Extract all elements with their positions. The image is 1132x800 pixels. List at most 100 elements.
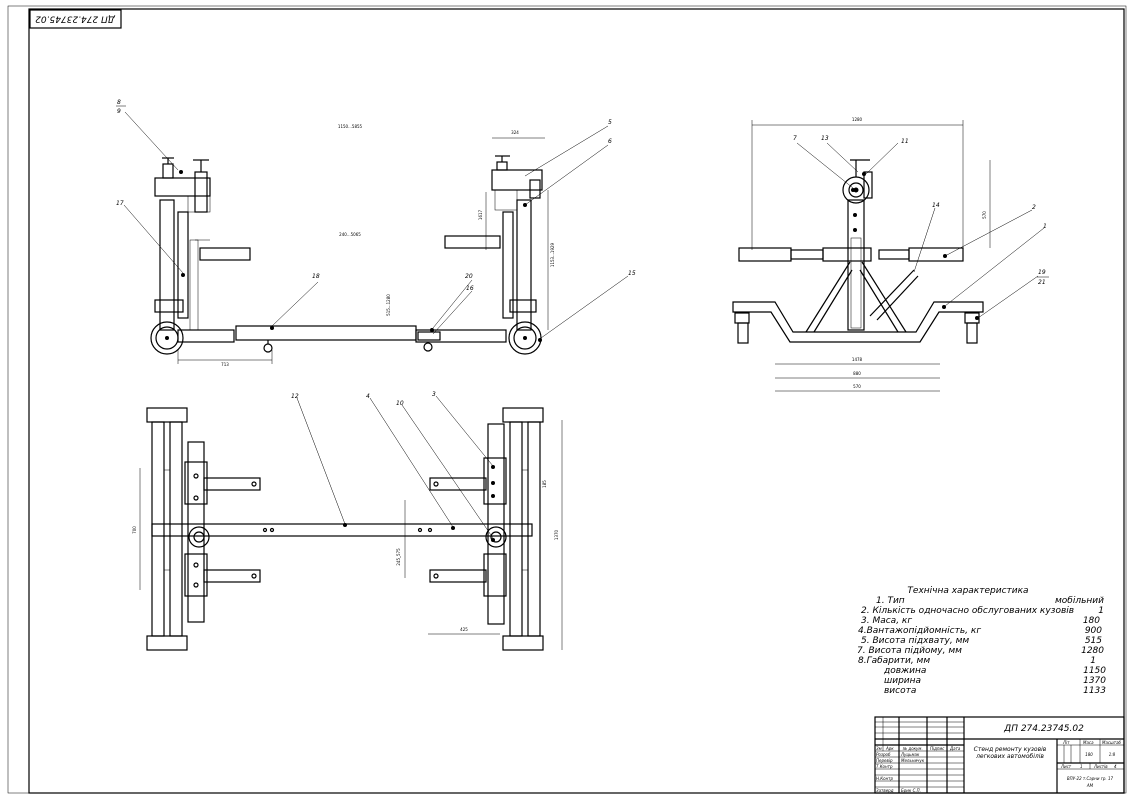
spec-row-3-value: 180 xyxy=(1083,616,1100,626)
callout-1: 1 xyxy=(1043,223,1047,230)
callout-8: 8 xyxy=(117,99,121,106)
callout-15: 15 xyxy=(628,270,636,277)
dim-1478: 1478 xyxy=(852,357,863,362)
dim-570: 570 xyxy=(853,384,861,389)
side-view: 1280 570 1478 880 570 xyxy=(732,117,991,392)
dim-570-top: 570 xyxy=(982,211,987,219)
spec-row-2-value: 1 xyxy=(1098,606,1104,616)
tb-h-zm: Зм xyxy=(876,746,882,751)
dim-240-5065: 240...5065 xyxy=(339,232,361,237)
side-view-dimensions: 1280 570 1478 880 570 xyxy=(751,117,991,392)
spec-title: Технічна характеристика xyxy=(907,586,1028,596)
tb-org-line2: АМ xyxy=(1086,783,1094,788)
technical-spec: Технічна характеристика 1. Тип мобільний… xyxy=(857,586,1106,696)
top-view-dimensions: 700 1370 185 245_575 425 xyxy=(132,420,563,650)
callout-20: 20 xyxy=(465,273,473,280)
tb-sheet-value: 1 xyxy=(1080,764,1083,769)
front-view-dimensions: 713 324 1617 1153...1929 1150...5855 240… xyxy=(177,124,555,367)
tb-name-rozrob: Луцьмак xyxy=(900,752,920,757)
callout-4: 4 xyxy=(366,393,370,400)
spec-row-5-label: 5. Висота підхвату, мм xyxy=(861,636,969,646)
callout-12: 12 xyxy=(291,393,299,400)
dim-1370: 1370 xyxy=(554,529,559,540)
tb-role-zatverd: Затверд xyxy=(876,788,894,793)
dim-185: 185 xyxy=(542,480,547,488)
callout-9: 9 xyxy=(117,108,121,115)
top-view: 700 1370 185 245_575 425 xyxy=(132,407,563,651)
title-name-line1: Стенд ремонту кузовів xyxy=(974,746,1047,753)
title-designation: ДП 274.23745.02 xyxy=(1003,724,1084,734)
spec-row-9-label: ширина xyxy=(884,676,921,686)
front-view-left-column xyxy=(150,157,251,355)
tb-h-pidpys: Підпис xyxy=(930,746,945,751)
tb-h-doc: № докум. xyxy=(902,746,923,751)
spec-row-4-value: 900 xyxy=(1085,626,1102,636)
callout-5: 5 xyxy=(608,119,612,126)
tb-h-lit: Літ xyxy=(1062,740,1070,745)
spec-row-2-label: 2. Кількість одночасно обслугованих кузо… xyxy=(861,606,1074,616)
dim-880: 880 xyxy=(853,371,861,376)
tb-role-nkontr: Н.Контр xyxy=(876,776,894,781)
spec-row-1-value: мобільний xyxy=(1055,596,1104,606)
side-view-mast xyxy=(847,199,865,331)
callout-16: 16 xyxy=(466,285,474,292)
dim-1150-5855: 1150...5855 xyxy=(338,124,363,129)
spec-row-5-value: 515 xyxy=(1085,636,1102,646)
tb-role-perevir: Перевір xyxy=(876,758,893,763)
top-view-centre-beam xyxy=(151,523,533,537)
spec-row-8-value: 1150 xyxy=(1083,666,1106,676)
spec-row-7-label: 8.Габарити, мм xyxy=(858,656,930,666)
tb-name-perevir: Мельничук xyxy=(901,758,925,763)
callout-11: 11 xyxy=(901,138,909,145)
dim-515-1280: 515...1280 xyxy=(386,294,391,316)
tb-sheets-value: 4 xyxy=(1114,764,1117,769)
callout-14: 14 xyxy=(932,202,940,209)
front-view-right-column xyxy=(179,155,543,355)
title-name-line2: легкових автомобілів xyxy=(975,753,1044,760)
front-view: 713 324 1617 1153...1929 1150...5855 240… xyxy=(150,124,555,367)
callout-17: 17 xyxy=(116,200,124,207)
front-view-base-beam xyxy=(177,325,507,353)
tb-role-tkontr: Т.Контр xyxy=(876,764,893,769)
front-view-left-wheel xyxy=(150,321,184,355)
dim-245-575: 245_575 xyxy=(396,548,401,566)
spec-row-7-value: 1 xyxy=(1090,656,1096,666)
dim-324: 324 xyxy=(511,130,519,135)
tb-org-line1: ВПУ-22 т.Сарни гр. 17 xyxy=(1067,776,1114,781)
spec-row-6-label: 7. Висота підйому, мм xyxy=(857,646,962,656)
spec-row-9-value: 1370 xyxy=(1083,676,1106,686)
callout-10: 10 xyxy=(396,400,404,407)
dim-1153-1929: 1153...1929 xyxy=(550,242,555,267)
spec-row-10-label: висота xyxy=(884,686,916,696)
tb-h-arkush: Арк xyxy=(885,746,894,751)
sheet-outer-frame xyxy=(7,5,1127,794)
corner-stamp-text: ДП 274.23745.02 xyxy=(35,14,116,24)
title-block: ДП 274.23745.02 Стенд ремонту кузовів ле… xyxy=(874,716,1125,794)
spec-row-6-value: 1280 xyxy=(1081,646,1104,656)
tb-sheet-label: Лист xyxy=(1060,764,1072,769)
dim-700: 700 xyxy=(132,526,137,534)
callout-13: 13 xyxy=(821,135,829,142)
tb-h-data: Дата xyxy=(949,746,961,751)
sheet-inner-frame xyxy=(28,8,1125,794)
tb-v-masshtab: 1:8 xyxy=(1109,752,1116,757)
corner-stamp: ДП 274.23745.02 xyxy=(29,9,122,29)
spec-row-3-label: 3. Маса, кг xyxy=(861,616,912,626)
tb-name-zatverd: Брик С.П. xyxy=(901,788,921,793)
tb-sheets-label: Листів xyxy=(1093,764,1108,769)
callout-3: 3 xyxy=(432,391,436,398)
spec-row-10-value: 1133 xyxy=(1083,686,1106,696)
callout-2: 2 xyxy=(1032,204,1036,211)
callouts: 8 9 17 18 20 16 5 6 15 7 13 11 14 2 1 19… xyxy=(116,99,1049,539)
dim-1617: 1617 xyxy=(478,209,483,220)
tb-role-rozrob: Розроб xyxy=(876,752,891,757)
dim-425: 425 xyxy=(460,627,468,632)
callout-6: 6 xyxy=(608,138,612,145)
dim-1280: 1280 xyxy=(852,117,863,122)
callout-18: 18 xyxy=(312,273,320,280)
tb-v-masa: 180 xyxy=(1085,752,1093,757)
callout-7: 7 xyxy=(793,135,797,142)
spec-row-4-label: 4.Вантажопідйомність, кг xyxy=(858,626,981,636)
callout-21: 21 xyxy=(1038,279,1046,286)
